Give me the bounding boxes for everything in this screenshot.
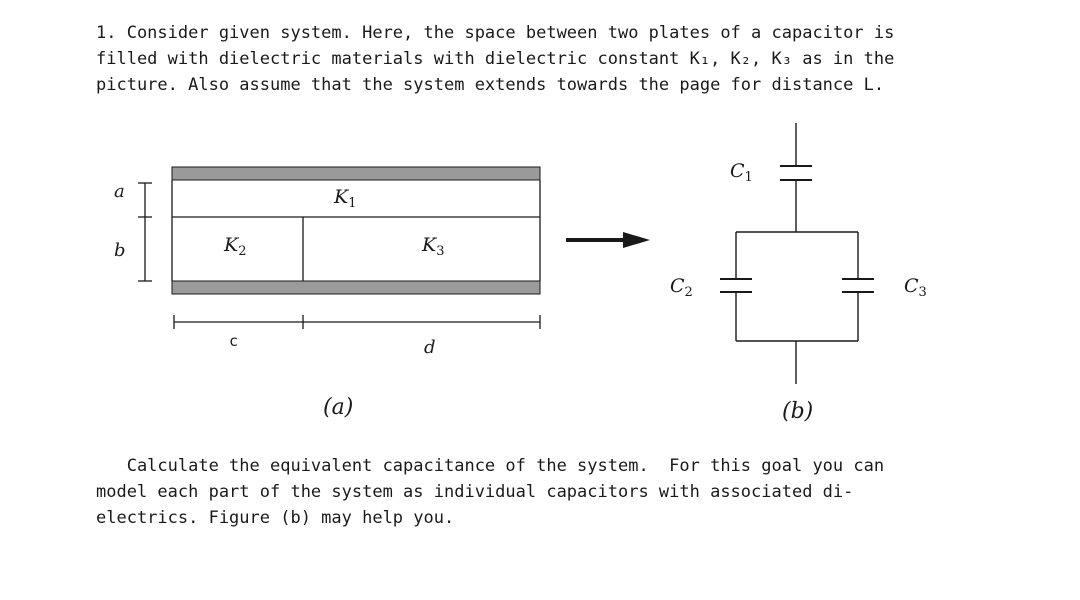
label-b: b [114, 240, 126, 261]
label-c1: C1 [730, 160, 753, 185]
label-c3: C3 [904, 275, 927, 300]
label-k2: K2 [223, 234, 246, 259]
dimension-a [138, 182, 152, 218]
label-d: d [424, 337, 436, 358]
question-line-2: model each part of the system as individ… [96, 482, 854, 502]
caption-b: (b) [782, 399, 813, 424]
dimension-b [138, 217, 152, 282]
intro-line-2: filled with dielectric materials with di… [96, 49, 895, 69]
question-line-3: electrics. Figure (b) may help you. [96, 508, 455, 528]
arrow-icon [566, 232, 650, 248]
label-c: c [229, 332, 238, 350]
intro-line-3: picture. Also assume that the system ext… [96, 75, 885, 95]
dimension-cd [173, 315, 541, 329]
top-plate [171, 166, 541, 181]
label-k1: K1 [333, 186, 356, 211]
bottom-plate [171, 280, 541, 295]
intro-line-1: 1. Consider given system. Here, the spac… [96, 23, 895, 43]
figure-a: a b c d K1 K2 K3 (a) [114, 166, 541, 420]
caption-a: (a) [323, 395, 353, 420]
label-k3: K3 [421, 234, 444, 259]
figure-b [720, 123, 874, 384]
label-c2: C2 [670, 275, 693, 300]
label-a: a [114, 181, 125, 202]
question-line-1: Calculate the equivalent capacitance of … [96, 456, 885, 476]
